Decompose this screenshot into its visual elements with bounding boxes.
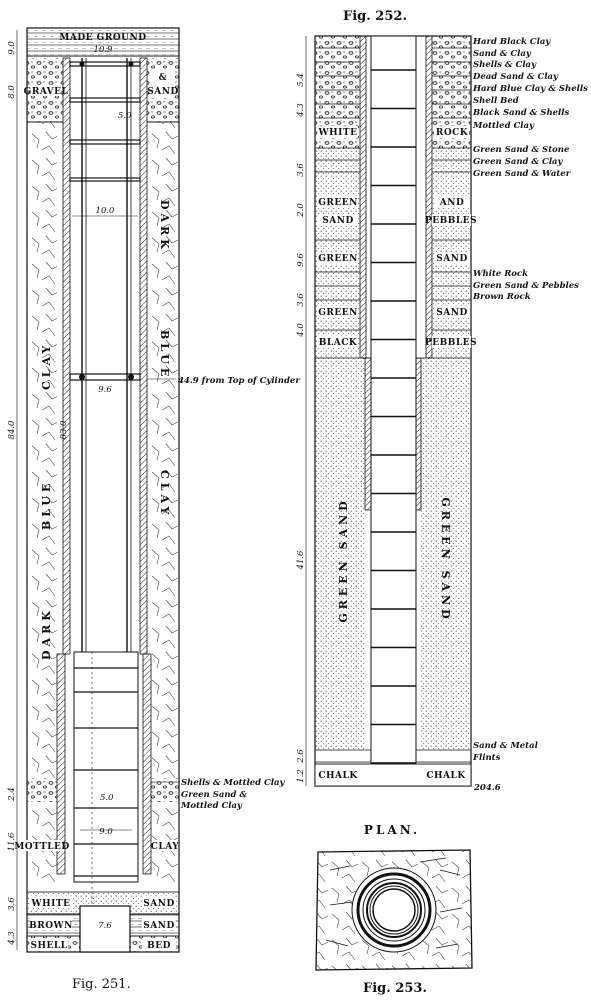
dim-mid-width: 9.6: [98, 385, 112, 395]
stratum-gravel-amp: &: [159, 73, 168, 83]
big-left-label: GREEN SAND: [337, 497, 350, 622]
strata-note-10: Green Sand & Water: [473, 169, 571, 179]
inner-left-3: GREEN: [318, 254, 358, 264]
strata-note-6: Black Sand & Shells: [472, 108, 569, 118]
dim-left-2: 2.4: [7, 787, 17, 802]
left-dim-3: 2.0: [296, 203, 306, 218]
left-dim-2: 3.6: [296, 163, 306, 177]
dim-left-5: 4.3: [7, 931, 17, 946]
stratum-shell: SHELL: [30, 941, 67, 951]
left-dims: 5.4 4.3 3.6 2.0 9.6 3.6 4.0 41.6 2.6 1.2: [296, 73, 306, 783]
stratum-clay-left: CLAY: [40, 342, 53, 390]
strata-note-4: Hard Blue Clay & Shells: [472, 84, 588, 94]
dim-left-4: 3.6: [7, 897, 17, 911]
left-dim-0: 5.4: [296, 73, 306, 87]
inner-right-4: SAND: [436, 308, 468, 318]
stratum-dark-right: DARK: [158, 200, 171, 253]
fig-252-caption: Fig. 252.: [343, 9, 407, 24]
strata-note-8: Green Sand & Stone: [473, 145, 570, 155]
ladder-rungs-lower: [74, 667, 138, 877]
dim-total-depth: 84.0: [7, 420, 17, 440]
strata-note-2: Shells & Clay: [473, 60, 537, 70]
fig-252-shaft-section: Fig. 252.: [296, 9, 588, 793]
inner-left-4: GREEN: [318, 308, 358, 318]
strata-note-12: Green Sand & Pebbles: [473, 281, 579, 291]
ring-frames-upper: [69, 61, 141, 381]
strata-note-1: Sand & Clay: [473, 49, 532, 59]
strata-note-14: Sand & Metal: [473, 741, 539, 751]
side-note-2: Mottled Clay: [180, 801, 243, 811]
strata-note-3: Dead Sand & Clay: [472, 72, 559, 82]
strata-note-13: Brown Rock: [472, 292, 531, 302]
inner-left-1: GREEN: [318, 198, 358, 208]
strata-note-7: Mottled Clay: [472, 121, 535, 131]
left-dim-9: 1.2: [296, 769, 306, 783]
dim-bottom-width: 7.6: [98, 921, 112, 931]
inner-right-3: SAND: [436, 254, 468, 264]
left-dim-1: 4.3: [296, 103, 306, 118]
inner-right-1: AND: [439, 198, 465, 208]
dim-inner-width: 10.0: [96, 206, 116, 216]
dim-left-1: 8.0: [7, 85, 17, 99]
dim-lower-depth: 83.0: [59, 420, 69, 440]
stratum-sand-lower: SAND: [143, 899, 175, 909]
dim-left-0: 9.0: [7, 41, 17, 55]
stratum-blue-right: BLUE: [158, 330, 171, 380]
strata-note-9: Green Sand & Clay: [473, 157, 564, 167]
stratum-dark-left: DARK: [40, 607, 53, 660]
stratum-sand-right: SAND: [147, 87, 179, 97]
strata-note-15: Flints: [472, 753, 501, 763]
dim-top-width: 10.9: [94, 45, 114, 55]
side-note-0: Shells & Mottled Clay: [181, 778, 286, 788]
strata-note-11: White Rock: [473, 269, 528, 279]
left-dim-5: 3.6: [296, 293, 306, 307]
bottom-right-chalk: CHALK: [426, 771, 466, 781]
dim-left-3: 11.6: [7, 832, 17, 852]
inner-right-2: PEBBLES: [425, 216, 477, 226]
stratum-white: WHITE: [31, 899, 71, 909]
inner-left-5: BLACK: [319, 338, 358, 348]
ladder-rungs: [371, 69, 416, 764]
fig-253-caption: Fig. 253.: [363, 981, 427, 996]
inner-left-0: WHITE: [318, 128, 358, 138]
plan-title: PLAN.: [364, 823, 420, 837]
stratum-sand-bottom: SAND: [143, 921, 175, 931]
left-dim-4: 9.6: [296, 253, 306, 267]
stratum-bed: BED: [147, 941, 171, 951]
left-dim-6: 4.0: [296, 323, 306, 338]
inner-right-5: PEBBLES: [425, 338, 477, 348]
made-ground-label: MADE GROUND: [59, 33, 146, 43]
bottom-left-chalk: CHALK: [318, 771, 358, 781]
dim-width-lower: 9.0: [99, 827, 113, 837]
dim-ring-gap: 5.0: [118, 111, 132, 121]
left-dim-8: 2.6: [296, 749, 306, 764]
stratum-blue-left: BLUE: [40, 480, 53, 530]
inner-right-0: ROCK: [436, 128, 469, 138]
dim-ring-lower: 5.0: [100, 793, 114, 803]
stratum-clay-lower-right: CLAY: [151, 842, 180, 852]
stratum-mottled: MOTTLED: [14, 842, 69, 852]
fig-253-plan: PLAN. Fig. 253.: [315, 823, 473, 996]
stratum-brown: BROWN: [29, 921, 73, 931]
fig-251-caption: Fig. 251.: [72, 977, 131, 992]
fig-251-shaft-section: MADE GROUND 10.9 GRAVEL & SAND: [7, 27, 300, 992]
note-mid: 44.9 from Top of Cylinder: [178, 376, 300, 386]
strata-note-0: Hard Black Clay: [472, 37, 551, 47]
total-depth: 204.6: [473, 783, 501, 793]
left-dim-7: 41.6: [296, 550, 306, 571]
stratum-clay-right: CLAY: [158, 470, 171, 518]
inner-left-2: SAND: [322, 216, 354, 226]
strata-note-5: Shell Bed: [473, 96, 519, 106]
side-note-1: Green Sand &: [181, 790, 247, 800]
big-right-label: GREEN SAND: [439, 497, 452, 622]
stratum-gravel: GRAVEL: [24, 87, 69, 97]
